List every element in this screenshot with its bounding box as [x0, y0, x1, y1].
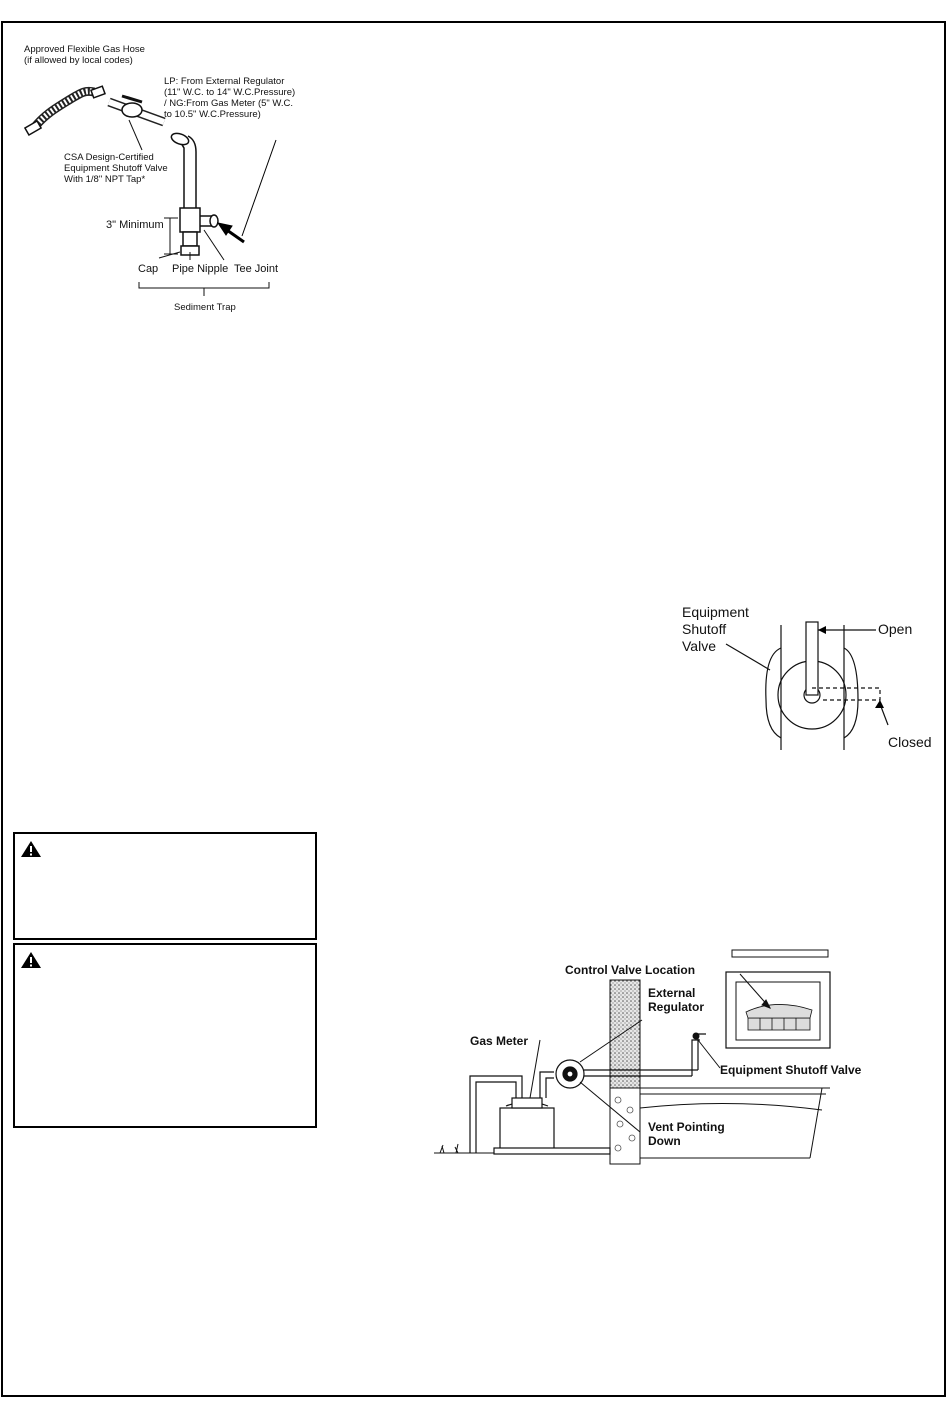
external-regulator-label: External Regulator: [648, 986, 705, 1014]
flexible-gas-hose: [23, 85, 106, 136]
installation-figure: Control Valve Location External Regulato…: [430, 948, 890, 1168]
gas-connection-drawing: [23, 85, 277, 296]
mantel: [731, 949, 829, 958]
gas-connection-figure: Approved Flexible Gas Hose (if allowed b…: [14, 40, 324, 325]
shutoff-valve-drawing: [725, 621, 889, 750]
external-regulator: [555, 1059, 585, 1089]
shutoff-valve-figure: Equipment Shutoff Valve Open Closed: [666, 600, 944, 760]
warning-box-1: [13, 832, 317, 940]
shutoff-valve: [107, 94, 166, 127]
supply-piping: [469, 1033, 706, 1153]
warning-box-2: [13, 943, 317, 1128]
label-leaders: [128, 119, 225, 261]
installation-drawing: [434, 949, 831, 1165]
foundation: [609, 1087, 641, 1165]
control-valve-label: Control Valve Location: [565, 963, 696, 977]
closed-label: Closed: [888, 734, 932, 750]
warning-triangle-icon: [21, 841, 41, 857]
open-label: Open: [878, 621, 913, 637]
tee-joint-label: Tee Joint: [234, 263, 279, 275]
minimum-dimension: [164, 217, 178, 255]
floor: [639, 1087, 830, 1159]
gas-logs: [745, 1004, 813, 1031]
valve-label: CSA Design-Certified Equipment Shutoff V…: [64, 152, 168, 185]
gas-meter: [493, 1097, 611, 1155]
cap-label: Cap: [138, 263, 159, 275]
installation-shutoff-valve: [692, 1032, 700, 1040]
vent-label: Vent Pointing Down: [648, 1120, 725, 1148]
supply-label: LP: From External Regulator (11" W.C. to…: [164, 76, 296, 120]
installation-shutoff-label: Equipment Shutoff Valve: [720, 1063, 862, 1077]
sediment-trap-label: Sediment Trap: [174, 302, 236, 313]
hose-label: Approved Flexible Gas Hose (if allowed b…: [24, 44, 145, 66]
pipe-assembly: [170, 132, 219, 256]
pipe-nipple-label: Pipe Nipple: [172, 263, 229, 275]
page-border: [1, 21, 946, 1397]
gas-meter-label: Gas Meter: [470, 1034, 529, 1048]
warning-triangle-icon: [21, 952, 41, 968]
shutoff-valve-label: Equipment Shutoff Valve: [682, 604, 749, 654]
minimum-label: 3" Minimum: [106, 219, 164, 231]
sediment-trap-bracket: [138, 282, 270, 296]
supply-arrow: [216, 139, 277, 244]
exterior-wall: [609, 979, 641, 1089]
